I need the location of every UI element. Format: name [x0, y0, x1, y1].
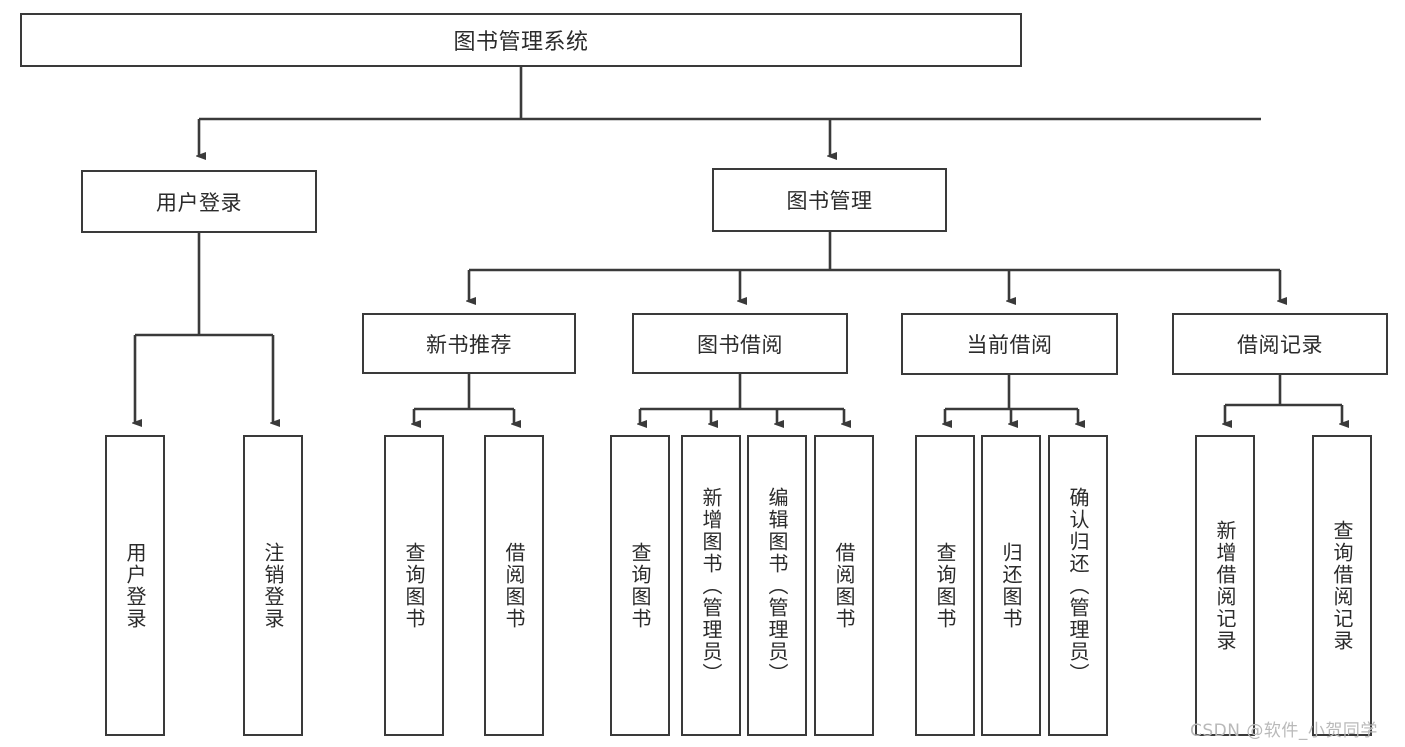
node-leaf-confirm-return[interactable]: 确认归还（管理员） — [1048, 435, 1108, 736]
node-leaf-add-book[interactable]: 新增图书（管理员） — [681, 435, 741, 736]
node-book-borrow[interactable]: 图书借阅 — [632, 313, 848, 374]
node-root[interactable]: 图书管理系统 — [20, 13, 1022, 67]
node-book-manage[interactable]: 图书管理 — [712, 168, 947, 232]
node-leaf-edit-book[interactable]: 编辑图书（管理员） — [747, 435, 807, 736]
node-leaf-borrow-book-1[interactable]: 借阅图书 — [484, 435, 544, 736]
node-leaf-query-book-1[interactable]: 查询图书 — [384, 435, 444, 736]
node-leaf-query-record[interactable]: 查询借阅记录 — [1312, 435, 1372, 736]
csdn-watermark: CSDN @软件_小贺同学 — [1190, 721, 1378, 741]
node-leaf-return-book[interactable]: 归还图书 — [981, 435, 1041, 736]
node-leaf-logout[interactable]: 注销登录 — [243, 435, 303, 736]
node-leaf-query-book-2[interactable]: 查询图书 — [610, 435, 670, 736]
node-leaf-borrow-book-2[interactable]: 借阅图书 — [814, 435, 874, 736]
node-leaf-add-record[interactable]: 新增借阅记录 — [1195, 435, 1255, 736]
node-user-login[interactable]: 用户登录 — [81, 170, 317, 233]
node-borrow-record[interactable]: 借阅记录 — [1172, 313, 1388, 375]
node-leaf-query-book-3[interactable]: 查询图书 — [915, 435, 975, 736]
node-current-borrow[interactable]: 当前借阅 — [901, 313, 1118, 375]
node-new-book-recommend[interactable]: 新书推荐 — [362, 313, 576, 374]
node-leaf-user-login[interactable]: 用户登录 — [105, 435, 165, 736]
